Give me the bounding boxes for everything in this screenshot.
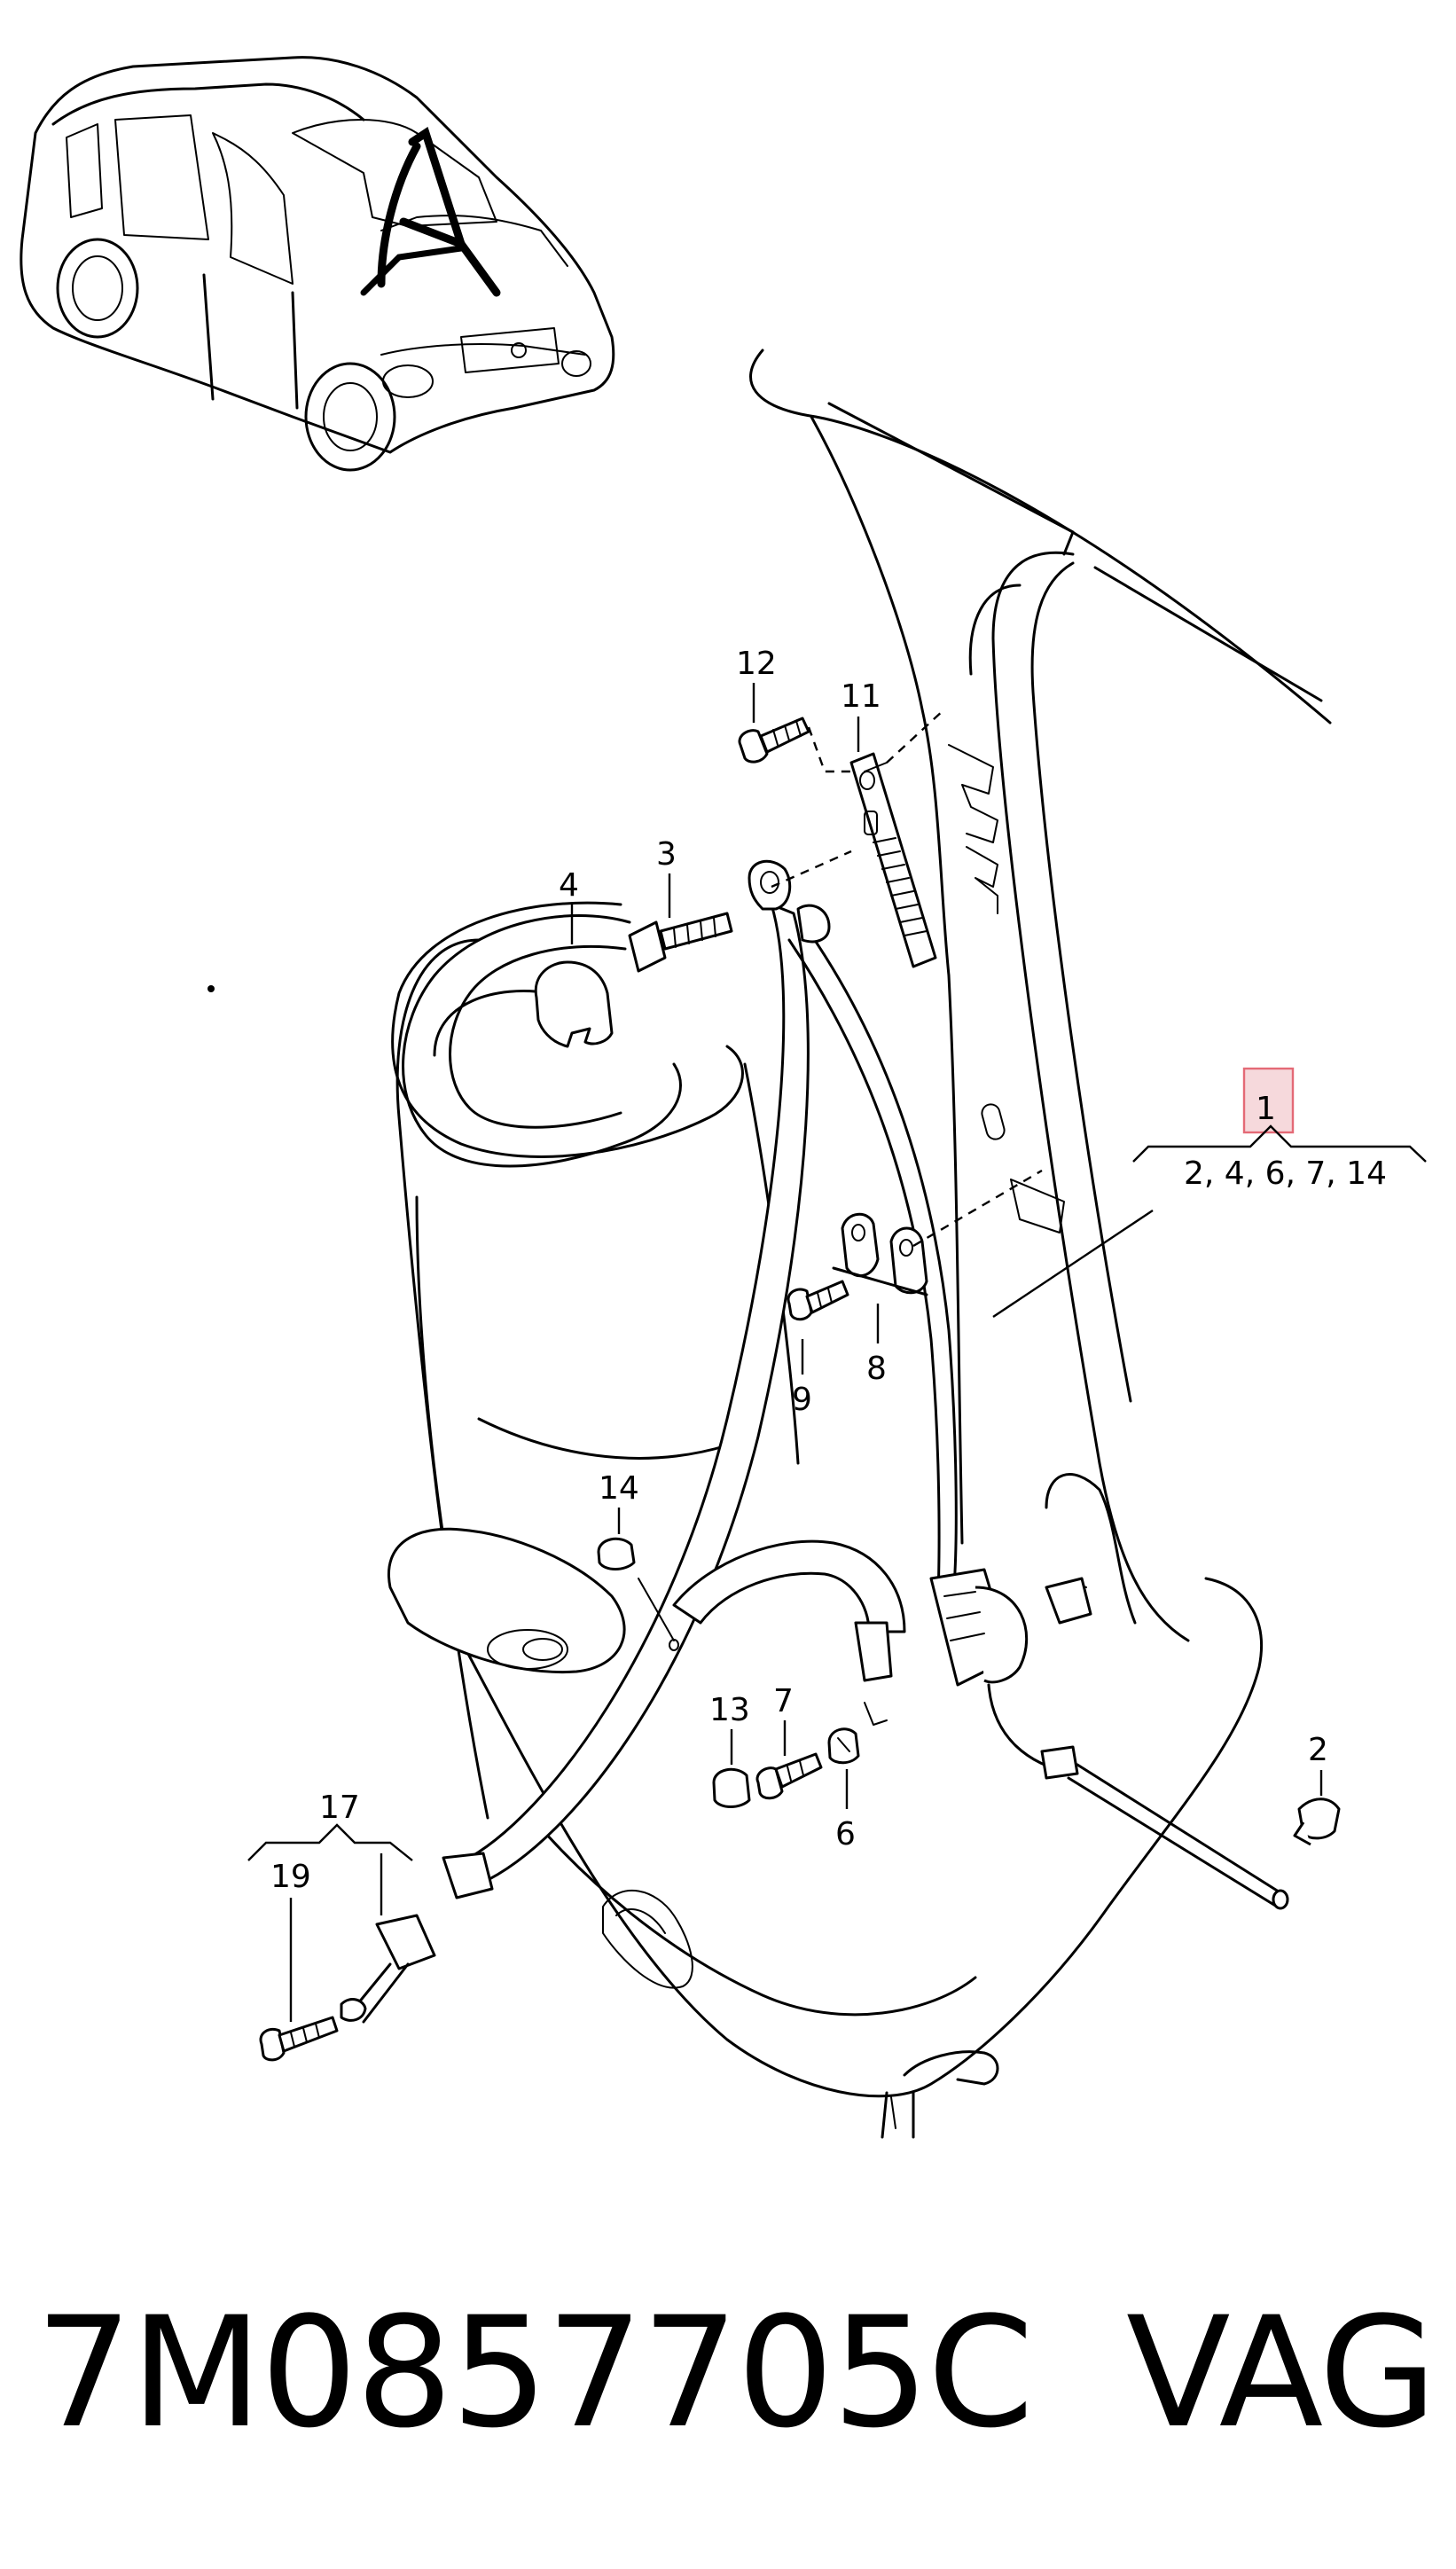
part-8-guide-bracket xyxy=(832,1169,1043,1343)
callout-17: 17 xyxy=(319,1790,360,1826)
callout-19: 19 xyxy=(270,1859,311,1895)
callout-8: 8 xyxy=(866,1351,887,1387)
brand-name: VAG xyxy=(1126,2283,1437,2462)
part-19-bolt xyxy=(259,1898,339,2062)
callout-2: 2 xyxy=(1308,1732,1328,1768)
callout-14: 14 xyxy=(599,1470,639,1507)
highlighted-part-box xyxy=(1242,1067,1295,1134)
callout-6: 6 xyxy=(835,1816,856,1852)
part-9-bolt xyxy=(787,1280,849,1375)
scan-dot xyxy=(207,985,215,992)
part-3-bolt xyxy=(628,873,733,973)
callout-11: 11 xyxy=(841,678,881,715)
callout-3: 3 xyxy=(656,836,677,873)
part-11-height-adjuster xyxy=(849,709,945,968)
headrest xyxy=(402,914,682,1168)
vehicle-overview-illustration xyxy=(20,56,615,472)
part-13-cap xyxy=(712,1729,751,1808)
callout-7: 7 xyxy=(773,1683,794,1719)
callout-13: 13 xyxy=(709,1692,750,1728)
seat-outline xyxy=(387,901,1263,2139)
callout-9: 9 xyxy=(792,1382,812,1418)
part-12-bolt xyxy=(738,683,856,773)
belt-retractor xyxy=(929,1568,1289,1910)
callout-12: 12 xyxy=(736,646,777,682)
part-6-spacer xyxy=(827,1702,888,1809)
callout-1-group: 2, 4, 6, 7, 14 xyxy=(1184,1155,1387,1192)
part-14-cap xyxy=(597,1508,679,1651)
part-number: 7M0857705C xyxy=(35,2283,1034,2462)
callout-4: 4 xyxy=(559,867,579,904)
seat-belt-webbing xyxy=(459,903,958,1886)
b-pillar-panel xyxy=(749,349,1332,1642)
part-7-bolt xyxy=(755,1720,823,1800)
part-2-cap xyxy=(1293,1770,1341,1846)
part-4-cover xyxy=(534,905,614,1048)
callout-1: 1 xyxy=(1256,1091,1276,1127)
callout-labels: 1 2, 4, 6, 7, 14 2 3 4 6 7 8 9 11 12 13 … xyxy=(270,646,1387,1895)
upper-guide-loop xyxy=(748,850,852,944)
part-17-buckle-assembly xyxy=(247,1823,494,2024)
part-1-group-bracket xyxy=(992,1067,1427,1318)
